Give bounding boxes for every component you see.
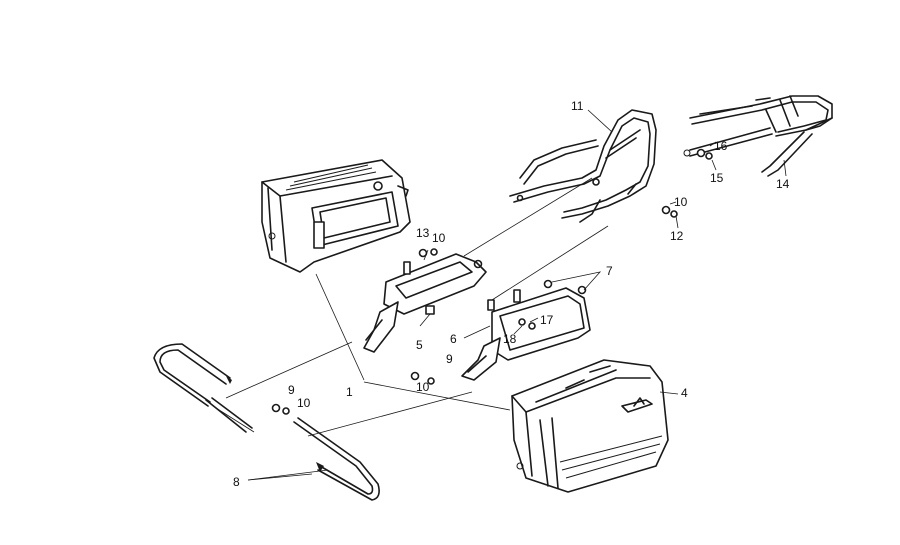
callout-17: 17 xyxy=(540,313,554,327)
callout-14: 14 xyxy=(776,177,790,191)
hardware-fasteners xyxy=(271,148,713,415)
callout-11: 11 xyxy=(571,99,584,113)
callout-4: 4 xyxy=(681,386,688,400)
callout-16: 16 xyxy=(714,139,728,153)
callout-10-frame: 10 xyxy=(674,195,688,209)
callout-9-upper: 9 xyxy=(446,352,453,366)
right-pannier-case xyxy=(511,359,669,493)
callout-18: 18 xyxy=(503,332,517,346)
left-side-bar-upper xyxy=(153,343,253,433)
callout-8: 8 xyxy=(233,475,240,489)
rear-grab-frame xyxy=(509,109,657,223)
left-pannier-case xyxy=(261,159,411,273)
callout-labels: 1 4 5 6 7 8 9 9 10 10 10 10 11 12 13 14 … xyxy=(233,99,790,489)
left-side-bar-lower xyxy=(293,417,380,501)
rear-luggage-rack xyxy=(683,95,833,177)
callout-12: 12 xyxy=(670,229,684,243)
callout-6: 6 xyxy=(450,332,457,346)
callout-9-lower: 9 xyxy=(288,383,295,397)
callout-10-left: 10 xyxy=(297,396,311,410)
callout-10-plate: 10 xyxy=(432,231,446,245)
callout-15: 15 xyxy=(710,171,724,185)
callout-13: 13 xyxy=(416,226,430,240)
callout-1: 1 xyxy=(346,385,353,399)
leader-lines xyxy=(215,109,787,481)
callout-7: 7 xyxy=(606,264,613,278)
callout-5: 5 xyxy=(416,338,423,352)
left-mounting-plate xyxy=(363,253,487,353)
right-mounting-plate xyxy=(461,287,591,381)
callout-10-mid: 10 xyxy=(416,380,430,394)
